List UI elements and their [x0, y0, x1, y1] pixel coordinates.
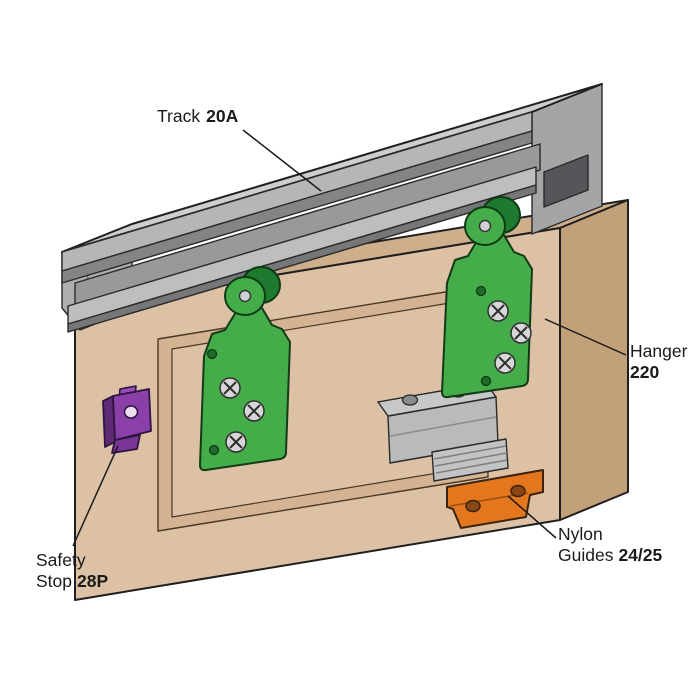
- track-label-name: Track: [157, 106, 200, 126]
- leader-line-nylon-guide: [507, 495, 557, 539]
- hanger-label-line1: Hanger: [630, 341, 688, 361]
- hanger-left-hole-bottom: [208, 444, 220, 456]
- guide-bracket-ridge-2: [434, 452, 508, 467]
- safety-stop-hole: [123, 405, 139, 419]
- track-label: Track 20A: [157, 106, 239, 126]
- roller-left: [224, 266, 281, 316]
- safety-stop-arm: [111, 434, 141, 454]
- nylon-guide-hole-left: [465, 499, 481, 513]
- safety-stop-label-line1: Safety: [36, 550, 86, 570]
- track-web-recess: [74, 143, 541, 310]
- hanger-right-hole-bottom: [480, 375, 492, 387]
- leader-line-safety-stop: [72, 445, 119, 547]
- hanger-right: [441, 234, 533, 399]
- nylon-guides-label-line1: Nylon: [558, 524, 603, 544]
- track-lip-shadow: [67, 184, 537, 333]
- roller-right: [464, 196, 521, 246]
- hanger-right-plate: [441, 234, 533, 399]
- screw: [494, 352, 516, 374]
- screw: [487, 300, 509, 322]
- track-label-number: 20A: [206, 106, 238, 126]
- nylon-guide: [446, 469, 544, 529]
- roller-left-axle-bolt: [238, 289, 252, 303]
- safety-stop-label-number: 28P: [77, 571, 108, 591]
- door-side-face: [559, 199, 629, 521]
- leader-line-track: [242, 129, 322, 192]
- track-channel-cavity: [543, 154, 589, 208]
- screw: [225, 431, 247, 453]
- hanger-left-plate: [199, 307, 291, 472]
- safety-stop: [102, 385, 152, 454]
- track-fascia-shadow: [61, 130, 533, 284]
- screw: [510, 322, 532, 344]
- track: [61, 83, 603, 333]
- guide-bracket-fold-line: [389, 416, 497, 437]
- guide-bracket-ridge-3: [435, 459, 508, 474]
- hanger-label-number: 220: [630, 362, 659, 382]
- nylon-guide-hole-right: [510, 484, 526, 498]
- leader-line-hanger: [544, 318, 627, 356]
- roller-right-axle-bolt: [478, 219, 492, 233]
- guide-bracket-ridge-1: [433, 445, 507, 460]
- nylon-guides-label-number: 24/25: [618, 545, 662, 565]
- hanger-right-hole-top: [475, 285, 487, 297]
- hanger-left: [199, 307, 291, 472]
- guide-bracket-hole-left: [401, 394, 419, 406]
- screw: [243, 400, 265, 422]
- screw: [219, 377, 241, 399]
- hanger-left-hole-top: [206, 348, 218, 360]
